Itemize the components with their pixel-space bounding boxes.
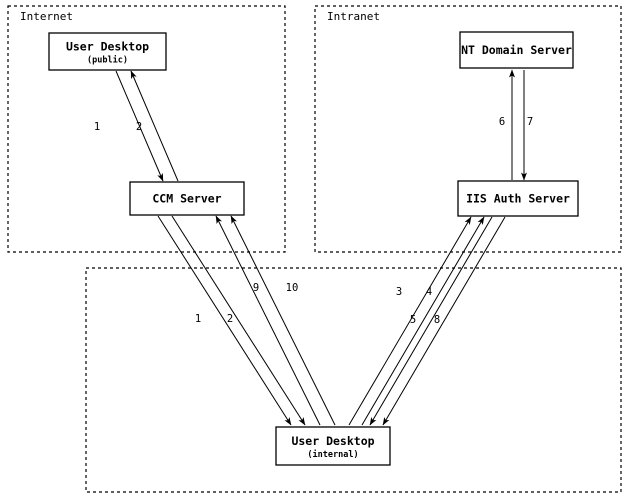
zones-layer: Internet Intranet (7, 5, 622, 493)
flow-arrow-2-ccm-server-to-user-desktop-public (130, 70, 179, 182)
flows-layer (115, 69, 527, 426)
node-label-user-desktop-public: User Desktop (66, 40, 149, 54)
flow-arrow-1-user-desktop-public-to-ccm-server (115, 70, 164, 182)
node-label-iis-auth-server: IIS Auth Server (466, 192, 570, 206)
node-box-user-desktop-internal (275, 426, 391, 466)
node-user-desktop-public: User Desktop(public) (48, 32, 167, 71)
step-labels-layer: 1 2 1 2 9 10 3 4 5 8 6 7 (94, 116, 533, 326)
node-label-user-desktop-internal: User Desktop (291, 434, 374, 448)
step-label-10-user-desktop-internal-to-ccm-server: 10 (286, 282, 299, 294)
zone-label-intranet: Intranet (327, 10, 380, 23)
flow-arrow-4-user-desktop-internal-to-iis-auth-server (361, 216, 485, 426)
step-label-5-iis-auth-server-to-user-desktop-internal: 5 (410, 314, 416, 326)
node-user-desktop-internal: User Desktop(internal) (275, 426, 391, 466)
node-nt-domain-server: NT Domain Server (459, 31, 574, 69)
node-box-ccm-server (129, 181, 245, 216)
node-label-ccm-server: CCM Server (152, 192, 221, 206)
node-box-user-desktop-public (48, 32, 167, 71)
flow-arrow-1-ccm-server-to-user-desktop-internal (157, 215, 292, 426)
step-label-9-user-desktop-internal-to-ccm-server: 9 (253, 282, 259, 294)
node-ccm-server: CCM Server (129, 181, 245, 216)
zone-boundary-internal (85, 267, 622, 493)
step-label-7-nt-domain-server-to-iis-auth-server: 7 (527, 116, 533, 128)
flow-arrow-10-user-desktop-internal-to-ccm-server (230, 215, 336, 426)
node-sublabel-user-desktop-public: (public) (87, 55, 128, 66)
flow-arrow-5-iis-auth-server-to-user-desktop-internal (369, 216, 493, 426)
node-label-nt-domain-server: NT Domain Server (461, 43, 572, 57)
flow-arrow-2-ccm-server-to-user-desktop-internal (171, 215, 306, 426)
step-label-1-user-desktop-public-to-ccm-server: 1 (94, 121, 100, 133)
step-label-2-ccm-server-to-user-desktop-public: 2 (136, 121, 142, 133)
step-label-8-iis-auth-server-to-user-desktop-internal: 8 (434, 314, 440, 326)
zone-label-internet: Internet (20, 10, 73, 23)
node-sublabel-user-desktop-internal: (internal) (307, 449, 358, 460)
step-label-2-ccm-server-to-user-desktop-internal: 2 (227, 313, 233, 325)
zone-boundary-intranet (314, 5, 622, 253)
node-box-iis-auth-server (457, 180, 579, 217)
zone-boundary-internet (7, 5, 286, 253)
flow-arrow-9-user-desktop-internal-to-ccm-server (215, 215, 321, 426)
step-label-1-ccm-server-to-user-desktop-internal: 1 (195, 313, 201, 325)
node-iis-auth-server: IIS Auth Server (457, 180, 579, 217)
node-box-nt-domain-server (459, 31, 574, 69)
flow-arrow-3-user-desktop-internal-to-iis-auth-server (348, 216, 472, 426)
step-label-6-iis-auth-server-to-nt-domain-server: 6 (499, 116, 505, 128)
step-label-3-user-desktop-internal-to-iis-auth-server: 3 (396, 286, 402, 298)
flow-arrow-8-iis-auth-server-to-user-desktop-internal (382, 216, 506, 426)
step-label-4-user-desktop-internal-to-iis-auth-server: 4 (426, 286, 432, 298)
